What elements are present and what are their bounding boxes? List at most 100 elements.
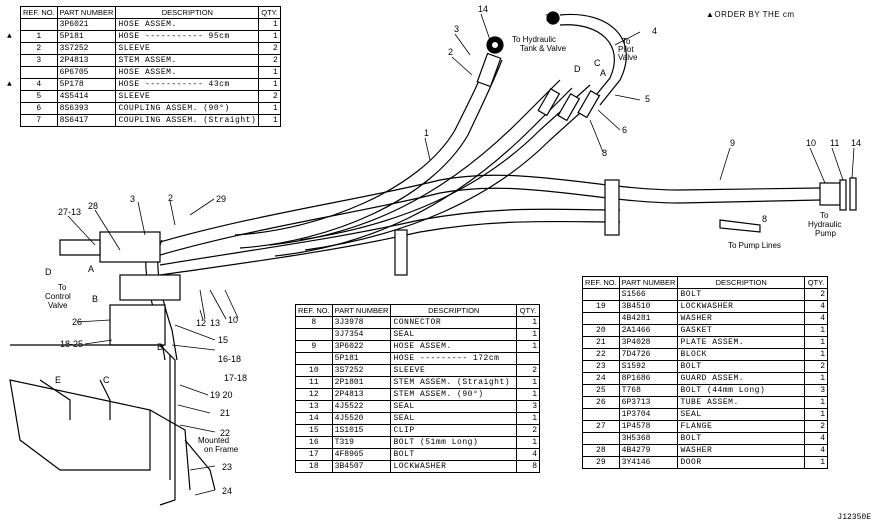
part-number-cell: 3S7252 [331, 364, 392, 377]
description-cell: HOSE ASSEM. [390, 340, 517, 353]
ref-cell: 23 [582, 360, 620, 373]
part-number-cell: 2P1801 [331, 376, 392, 389]
callout-pump-lines: To Pump Lines [728, 241, 781, 250]
header-qty: QTY. [258, 6, 281, 19]
description-cell: CLIP [390, 424, 517, 437]
description-cell: SLEEVE [115, 42, 260, 55]
qty-cell: 1 [516, 412, 540, 425]
qty-cell: 4 [804, 300, 828, 313]
header-ref: REF. NO. [295, 304, 333, 317]
part-number-cell: 3P6021 [56, 18, 117, 31]
qty-cell: 1 [258, 30, 281, 43]
drawing-code: J12350E [837, 513, 871, 522]
part-number-cell: T768 [618, 384, 679, 397]
ref-cell: 10 [295, 364, 333, 377]
qty-cell: 4 [804, 312, 828, 325]
description-cell: HOSE ASSEM. [115, 66, 260, 79]
ref-cell [20, 66, 58, 79]
part-number-cell: 5P181 [56, 30, 117, 43]
qty-cell: 2 [804, 420, 828, 433]
part-number-cell: 8S6417 [56, 114, 117, 127]
ref-cell: 2 [20, 42, 58, 55]
order-mark: ▲ [7, 79, 12, 89]
part-number-cell: 4S5414 [56, 90, 117, 103]
label-12: 12 [196, 318, 206, 328]
description-cell: SLEEVE [390, 364, 517, 377]
qty-cell: 2 [516, 424, 540, 437]
part-number-cell: 4B4281 [618, 312, 679, 325]
label-13: 13 [210, 318, 220, 328]
qty-cell: 4 [804, 444, 828, 457]
part-number-cell: 4J5520 [331, 412, 392, 425]
ref-cell: 9 [295, 340, 333, 353]
label-27-13: 27-13 [58, 207, 81, 217]
part-number-cell: 5P181 [331, 352, 392, 365]
label-2-left: 2 [168, 193, 173, 203]
label-18-25: 18-25 [60, 339, 83, 349]
ref-cell: 22 [582, 348, 620, 361]
label-22: 22 [220, 428, 230, 438]
qty-cell: 2 [516, 364, 540, 377]
ref-cell: 29 [582, 456, 620, 469]
label-26: 26 [72, 317, 82, 327]
description-cell: FLANGE [677, 420, 805, 433]
description-cell: SEAL [390, 400, 517, 413]
description-cell: SEAL [390, 328, 517, 341]
label-2-top: 2 [448, 47, 453, 57]
ref-cell: 12 [295, 388, 333, 401]
part-number-cell: 1S1015 [331, 424, 392, 437]
description-cell: LOCKWASHER [390, 460, 517, 473]
part-number-cell: S1592 [618, 360, 679, 373]
table-header: REF. NO. PART NUMBER DESCRIPTION QTY. [582, 276, 828, 289]
qty-cell: 1 [258, 78, 281, 91]
ref-cell: 25 [582, 384, 620, 397]
description-cell: PLATE ASSEM. [677, 336, 805, 349]
ref-cell: 7 [20, 114, 58, 127]
label-28: 28 [88, 201, 98, 211]
part-number-cell: 3P4028 [618, 336, 679, 349]
label-19-20: 19 20 [210, 390, 233, 400]
label-c-top: C [594, 58, 601, 68]
part-number-cell: 7D4726 [618, 348, 679, 361]
ref-cell [582, 408, 620, 421]
part-number-cell: 6P6705 [56, 66, 117, 79]
part-number-cell: 3J3978 [331, 316, 392, 329]
label-24: 24 [222, 486, 232, 496]
label-7: 7 [545, 13, 550, 23]
description-cell: BOLT (44mm Long) [677, 384, 805, 397]
parts-table-bottom-right: REF. NO. PART NUMBER DESCRIPTION QTY. S1… [582, 276, 828, 469]
qty-cell: 1 [516, 376, 540, 389]
description-cell: WASHER [677, 444, 805, 457]
description-cell: SEAL [677, 408, 805, 421]
part-number-cell: 3S7252 [56, 42, 117, 55]
ref-cell: 1▲ [7, 30, 58, 43]
leader-lines [67, 13, 855, 496]
ref-cell: 16 [295, 436, 333, 449]
part-number-cell: 2P4813 [331, 388, 392, 401]
ref-cell [295, 328, 333, 341]
header-desc: DESCRIPTION [115, 6, 260, 19]
label-14-top: 14 [478, 4, 488, 14]
description-cell: STEM ASSEM. (Straight) [390, 376, 517, 389]
part-number-cell: 8S6393 [56, 102, 117, 115]
header-part: PART NUMBER [331, 304, 392, 317]
description-cell: COUPLING ASSEM. (90°) [115, 102, 260, 115]
description-cell: BOLT [677, 432, 805, 445]
